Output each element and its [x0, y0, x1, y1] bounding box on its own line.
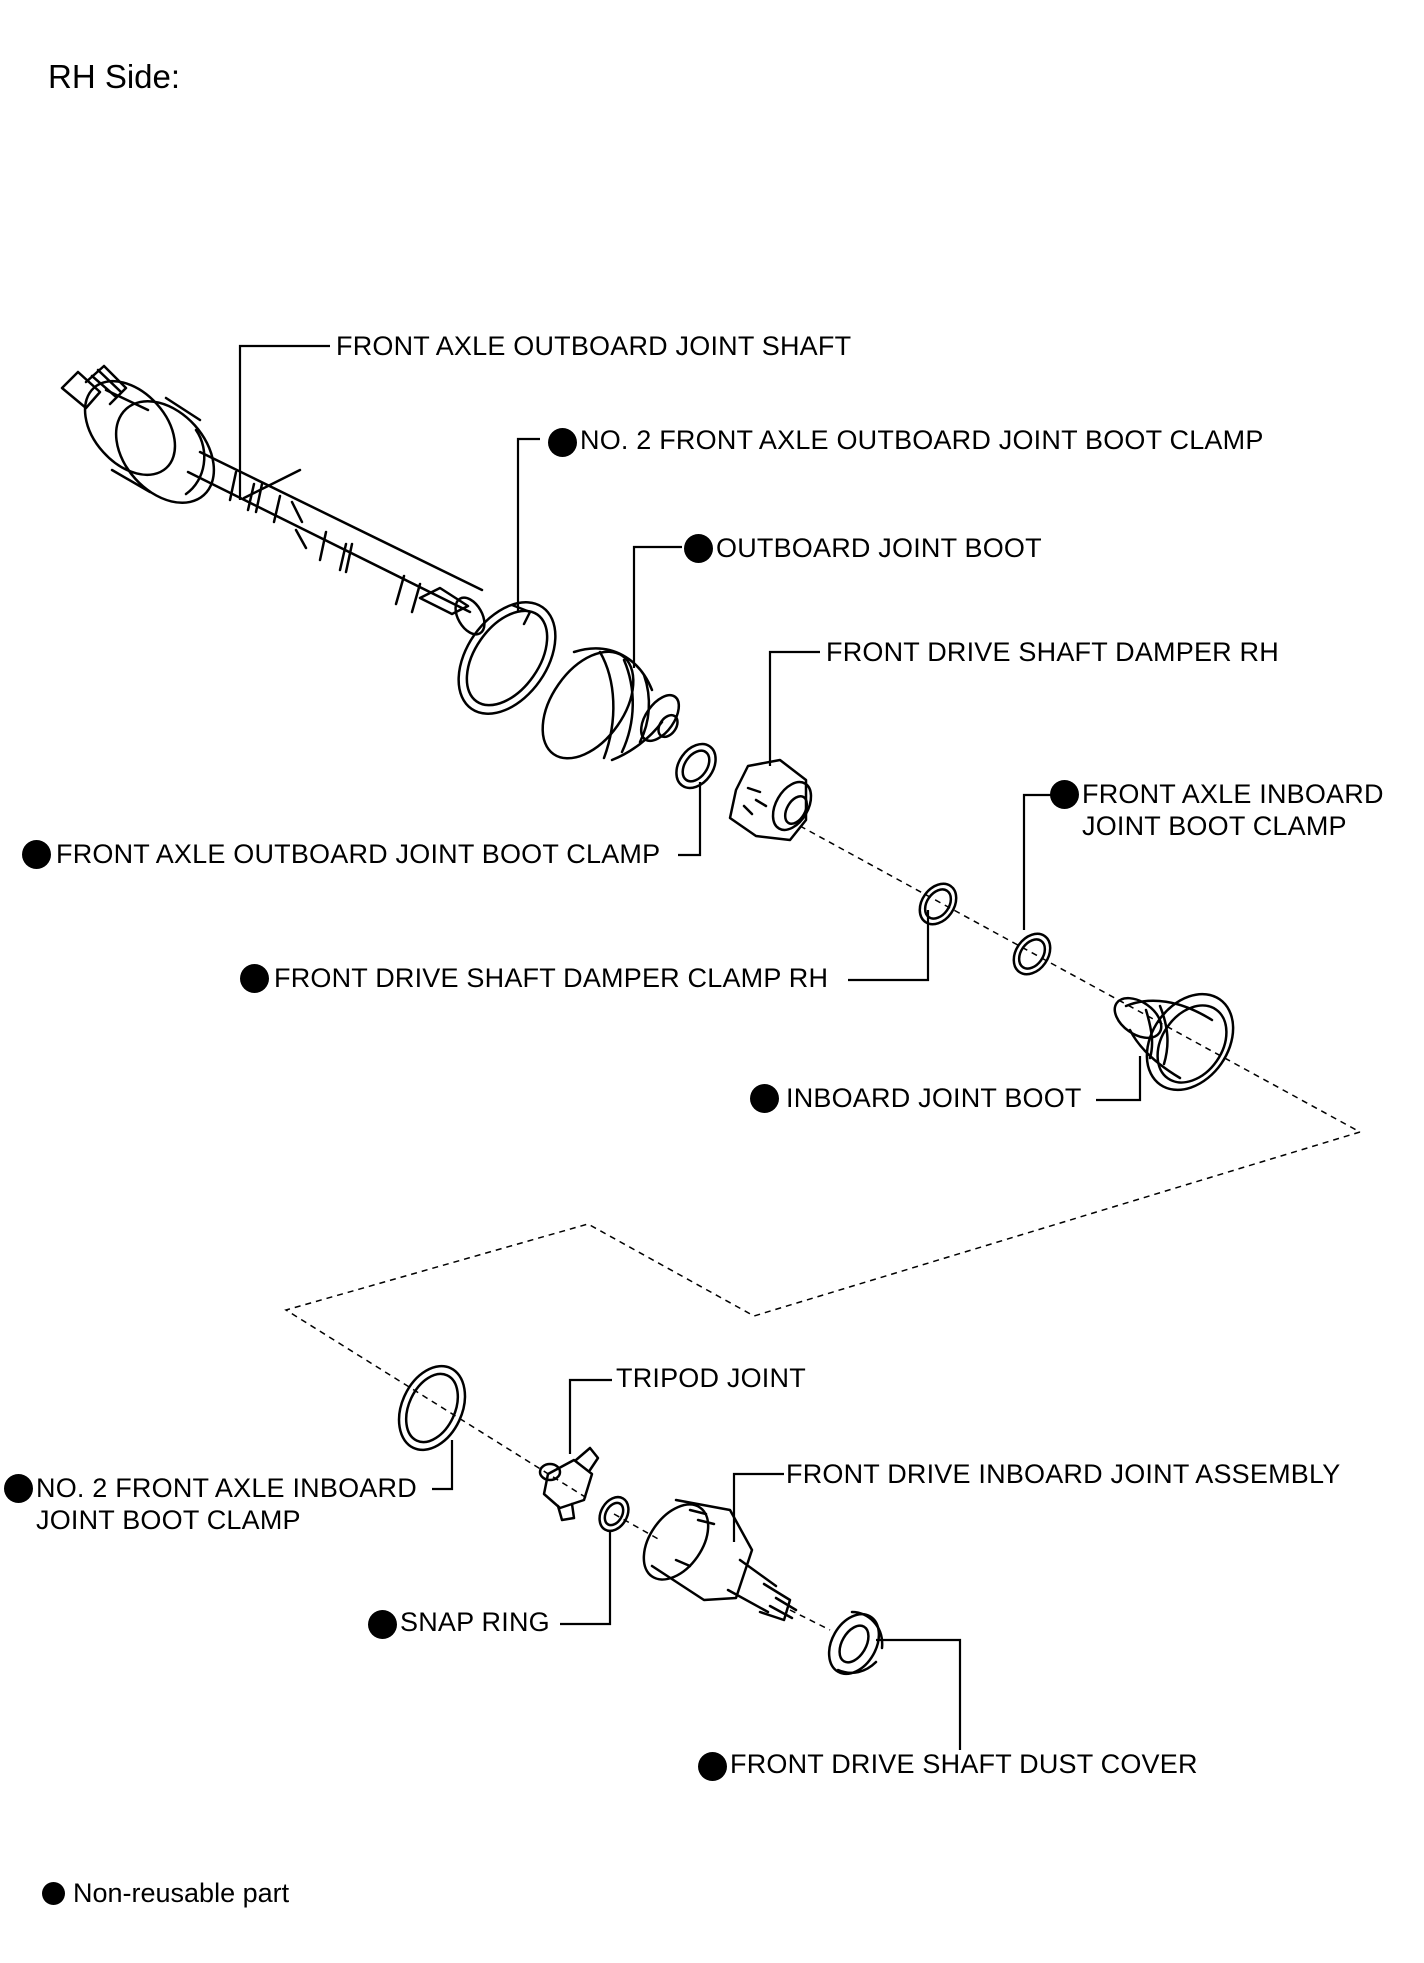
- non-reusable-marker-icon: [684, 534, 713, 563]
- inboard-clamp-part: [1012, 932, 1052, 976]
- non-reusable-marker-icon: [22, 840, 51, 869]
- no2-inboard-clamp-part: [397, 1364, 467, 1452]
- legend-marker-icon: [42, 1882, 65, 1905]
- outboard-clamp-part: [675, 742, 717, 790]
- diagram-title: RH Side:: [48, 58, 181, 95]
- axis-dashed-lines: [284, 825, 1361, 1631]
- non-reusable-marker-icon: [240, 964, 269, 993]
- label-outboard-joint-boot: OUTBOARD JOINT BOOT: [716, 533, 1042, 563]
- label-no2-inboard-boot-clamp: NO. 2 FRONT AXLE INBOARD JOINT BOOT CLAM…: [36, 1473, 417, 1535]
- label-outboard-boot-clamp: FRONT AXLE OUTBOARD JOINT BOOT CLAMP: [56, 839, 661, 869]
- non-reusable-marker-icon: [1050, 780, 1079, 809]
- label-damper-clamp-rh: FRONT DRIVE SHAFT DAMPER CLAMP RH: [274, 963, 829, 993]
- label-inboard-boot-clamp: FRONT AXLE INBOARD JOINT BOOT CLAMP: [1082, 779, 1384, 841]
- label-tripod-joint: TRIPOD JOINT: [616, 1363, 806, 1393]
- outboard-joint-shaft-part: [60, 364, 486, 636]
- non-reusable-marker-icon: [698, 1752, 727, 1781]
- leader-lines: [238, 344, 1142, 1750]
- label-inboard-joint-boot: INBOARD JOINT BOOT: [786, 1083, 1082, 1113]
- dust-cover-part: [827, 1610, 884, 1676]
- non-reusable-marker-icon: [368, 1610, 397, 1639]
- tripod-joint-part: [538, 1446, 600, 1522]
- non-reusable-marker-icon: [4, 1474, 33, 1503]
- label-no2-outboard-boot-clamp: NO. 2 FRONT AXLE OUTBOARD JOINT BOOT CLA…: [580, 425, 1264, 455]
- inboard-joint-boot-part: [1113, 992, 1235, 1092]
- damper-part: [728, 758, 813, 842]
- legend-text: Non-reusable part: [73, 1878, 290, 1908]
- label-inboard-joint-assembly: FRONT DRIVE INBOARD JOINT ASSEMBLY: [786, 1459, 1341, 1489]
- inboard-joint-assembly-part: [642, 1498, 798, 1622]
- label-dust-cover: FRONT DRIVE SHAFT DUST COVER: [730, 1749, 1198, 1779]
- label-damper-rh: FRONT DRIVE SHAFT DAMPER RH: [826, 637, 1279, 667]
- damper-clamp-part: [918, 882, 958, 926]
- non-reusable-marker-icon: [750, 1084, 779, 1113]
- label-snap-ring: SNAP RING: [400, 1607, 550, 1637]
- outboard-joint-boot-part: [541, 647, 681, 762]
- non-reusable-marker-icon: [548, 428, 577, 457]
- label-outboard-joint-shaft: FRONT AXLE OUTBOARD JOINT SHAFT: [336, 331, 852, 361]
